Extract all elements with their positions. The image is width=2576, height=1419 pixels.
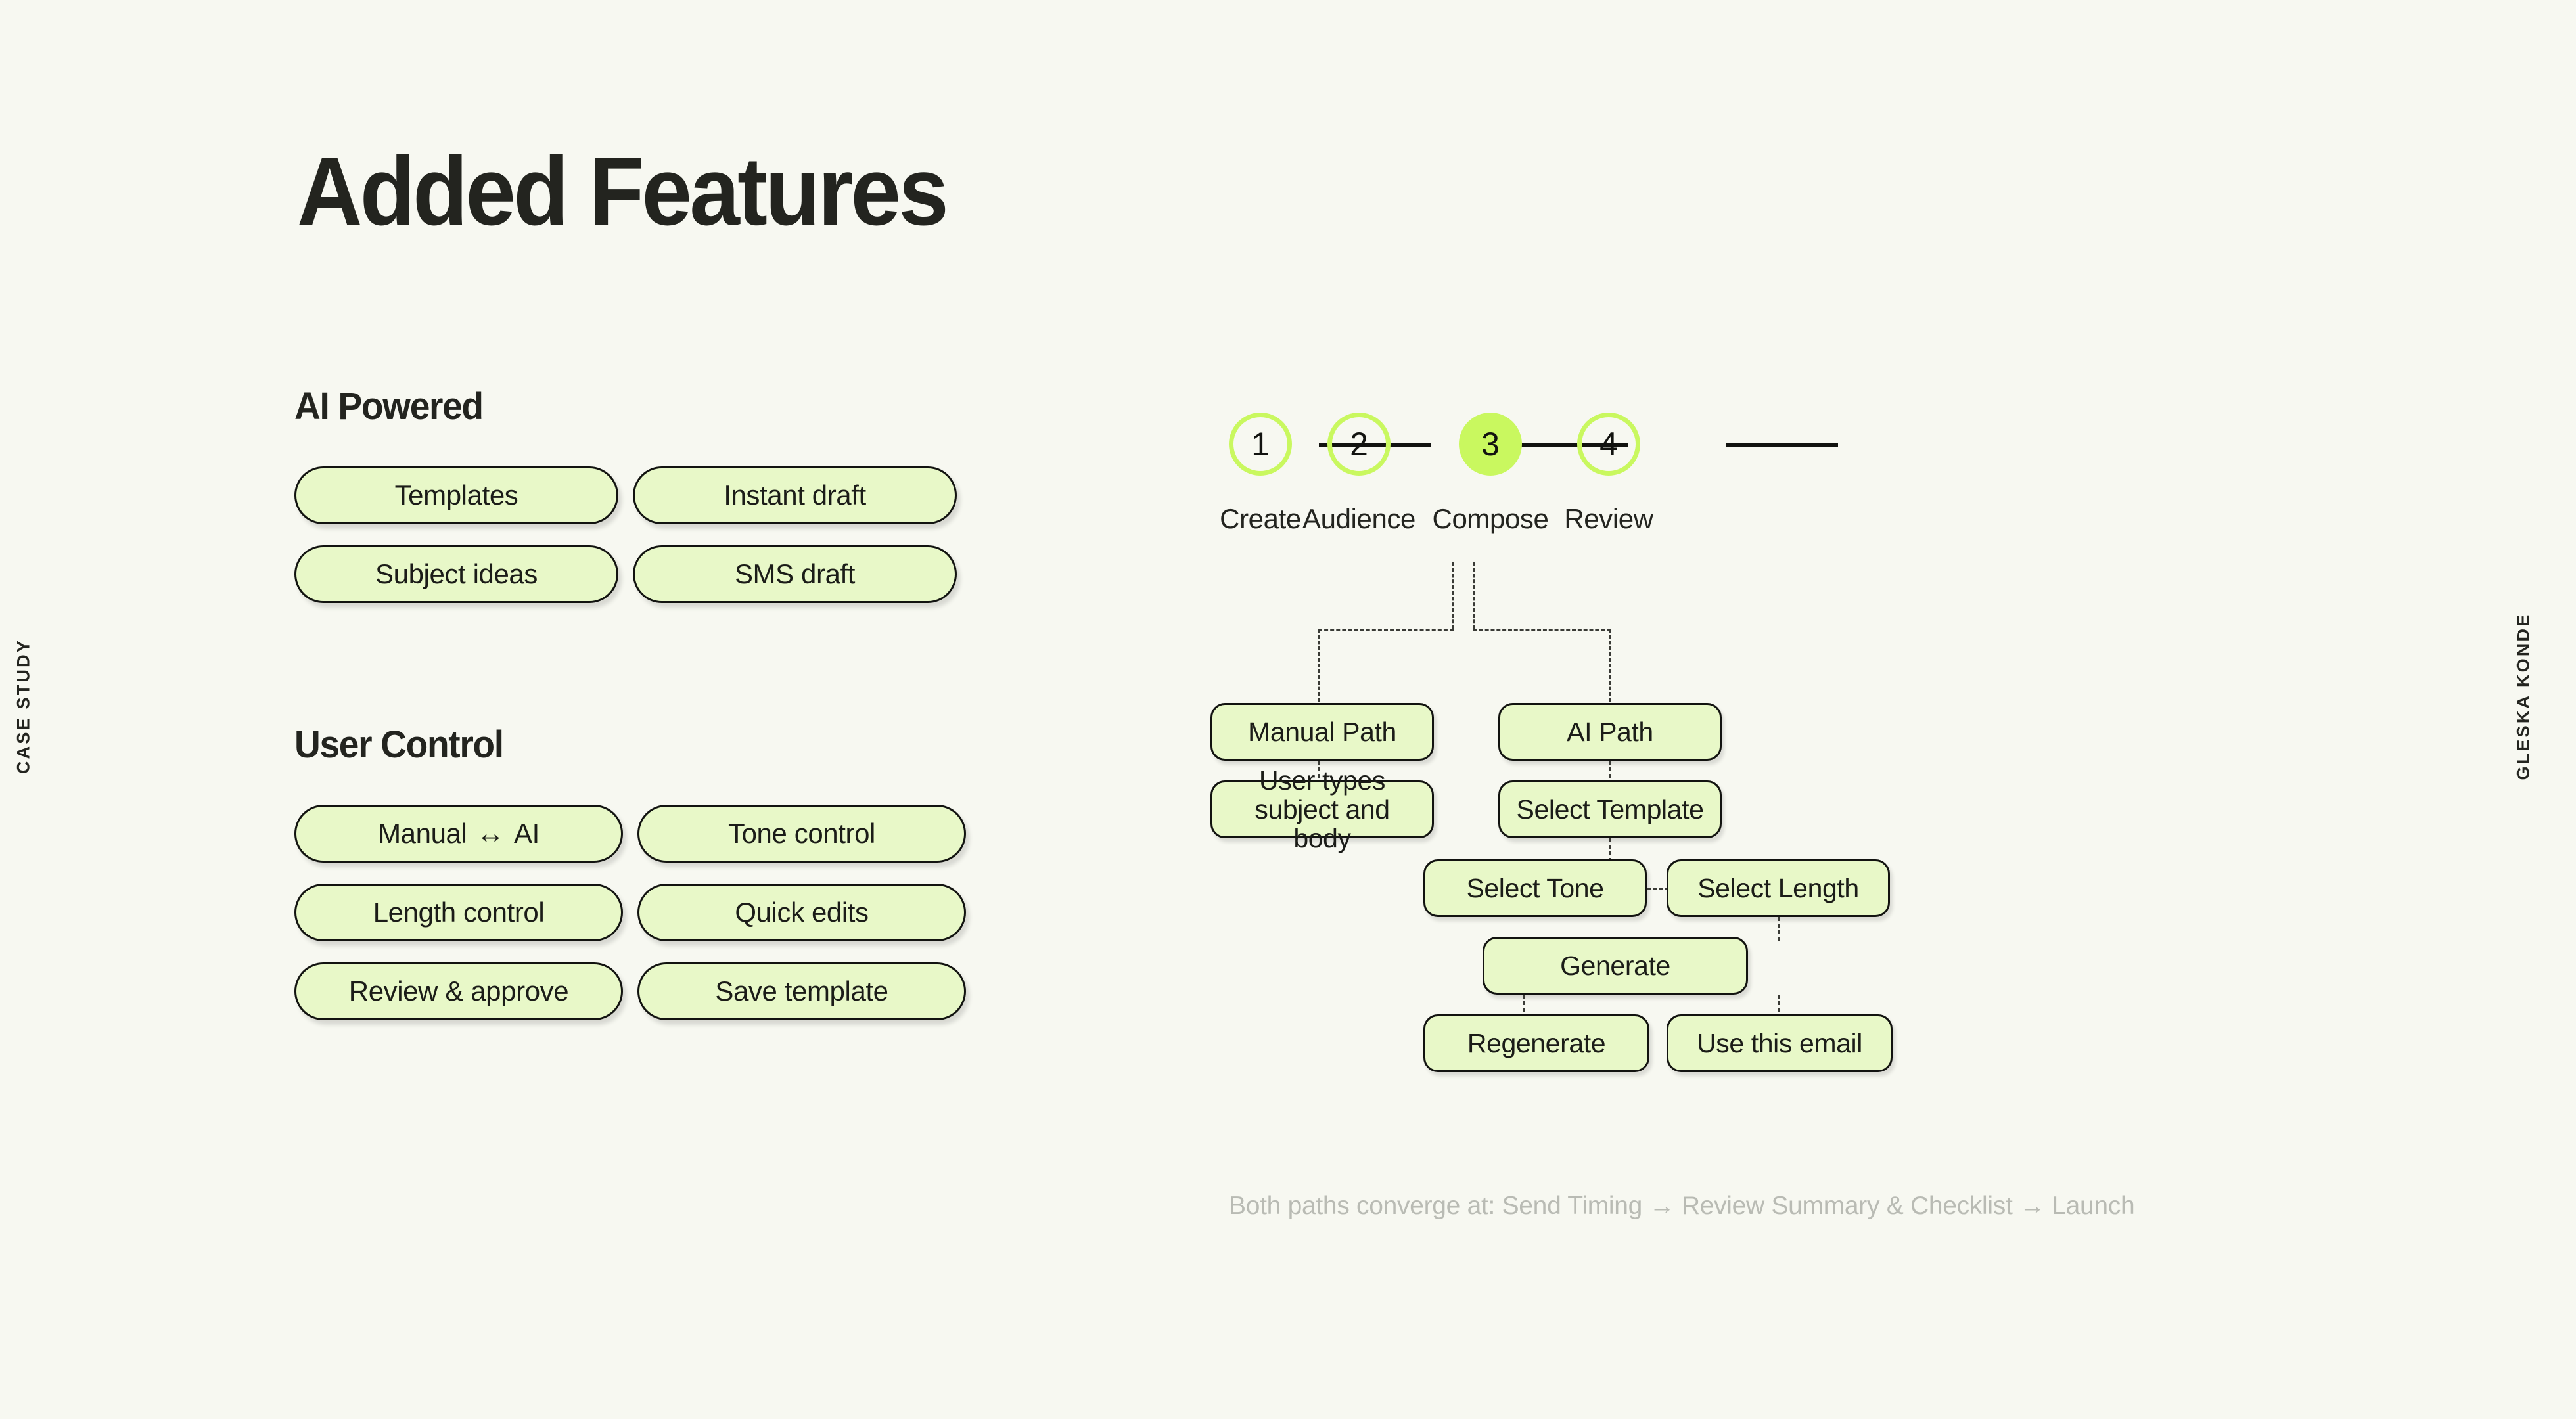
ai-label: AI [514, 818, 540, 849]
flow-node-select-template[interactable]: Select Template [1498, 780, 1722, 838]
section-ai-powered: AI Powered Templates Instant draft Subje… [294, 384, 1004, 603]
flow-link-select-template-to-tone [1609, 838, 1611, 862]
feature-pill-templates[interactable]: Templates [294, 466, 618, 524]
step-indicator: 1 Create 2 Audience 3 Compose 4 Review [1220, 413, 2399, 551]
flow-node-select-length[interactable]: Select Length [1667, 859, 1890, 917]
section-heading-user-control: User Control [294, 723, 504, 766]
step-audience[interactable]: 2 Audience [1274, 413, 1444, 535]
side-label-author: GLESKA KONDE [2513, 612, 2533, 780]
flow-link-generate-to-use-email [1778, 995, 1780, 1018]
flow-link-to-ai-path [1609, 629, 1611, 702]
step-create[interactable]: 1 Create [1175, 413, 1346, 535]
feature-pill-manual-ai[interactable]: Manual ↔ AI [294, 805, 623, 863]
flow-link-ai-to-select-template [1609, 761, 1611, 784]
step-circle-3: 3 [1459, 413, 1522, 476]
section-user-control: User Control Manual ↔ AI Tone control Le… [294, 723, 1004, 1020]
feature-pill-sms-draft[interactable]: SMS draft [633, 545, 957, 603]
flow-node-manual-path[interactable]: Manual Path [1210, 703, 1434, 761]
step-label-review: Review [1564, 503, 1653, 534]
feature-pill-tone-control[interactable]: Tone control [637, 805, 966, 863]
flow-diagram: Manual Path User types subject and body … [1210, 560, 2399, 1072]
flow-link-generate-to-regenerate [1523, 995, 1525, 1018]
flow-link-left-branch-horizontal [1318, 629, 1454, 631]
manual-label: Manual [378, 818, 467, 849]
bidirectional-arrow-icon: ↔ [476, 817, 505, 849]
step-connector-3-4 [1726, 443, 1838, 447]
feature-pill-subject-ideas[interactable]: Subject ideas [294, 545, 618, 603]
side-label-case-study: CASE STUDY [13, 638, 34, 775]
flow-node-regenerate[interactable]: Regenerate [1423, 1014, 1649, 1072]
step-compose[interactable]: 3 Compose [1405, 413, 1576, 535]
flow-link-tone-to-length [1647, 888, 1669, 890]
flow-node-select-tone[interactable]: Select Tone [1423, 859, 1647, 917]
step-circle-1: 1 [1229, 413, 1292, 476]
flow-node-user-types-subject-body[interactable]: User types subject and body [1210, 765, 1434, 853]
step-connector-2-3 [1516, 443, 1628, 447]
flow-link-length-to-generate [1778, 917, 1780, 941]
feature-pill-review-approve[interactable]: Review & approve [294, 962, 623, 1020]
feature-pill-instant-draft[interactable]: Instant draft [633, 466, 957, 524]
features-panel: AI Powered Templates Instant draft Subje… [294, 384, 1004, 1020]
step-review[interactable]: 4 Review [1523, 413, 1694, 535]
step-label-compose: Compose [1432, 503, 1549, 534]
step-label-audience: Audience [1302, 503, 1415, 534]
flow-link-compose-right-trunk [1473, 562, 1475, 629]
step-circle-2: 2 [1327, 413, 1391, 476]
step-circle-4: 4 [1577, 413, 1640, 476]
flow-link-right-branch-horizontal [1473, 629, 1611, 631]
page-title: Added Features [297, 137, 949, 246]
flow-node-use-this-email[interactable]: Use this email [1667, 1014, 1893, 1072]
feature-pill-quick-edits[interactable]: Quick edits [637, 884, 966, 941]
section-heading-ai-powered: AI Powered [294, 385, 484, 428]
user-control-pill-group: Manual ↔ AI Tone control Length control … [294, 805, 991, 1020]
step-label-create: Create [1220, 503, 1301, 534]
ai-powered-pill-group: Templates Instant draft Subject ideas SM… [294, 466, 991, 603]
feature-pill-length-control[interactable]: Length control [294, 884, 623, 941]
flow-node-generate[interactable]: Generate [1483, 937, 1748, 995]
feature-pill-save-template[interactable]: Save template [637, 962, 966, 1020]
flow-link-manual-to-user-types [1318, 761, 1320, 784]
compose-flow-panel: 1 Create 2 Audience 3 Compose 4 Review [1210, 413, 2399, 1220]
flow-link-compose-left-trunk [1452, 562, 1454, 629]
flow-convergence-note: Both paths converge at: Send Timing → Re… [1229, 1192, 2135, 1220]
flow-node-ai-path[interactable]: AI Path [1498, 703, 1722, 761]
flow-link-to-manual-path [1318, 629, 1320, 702]
